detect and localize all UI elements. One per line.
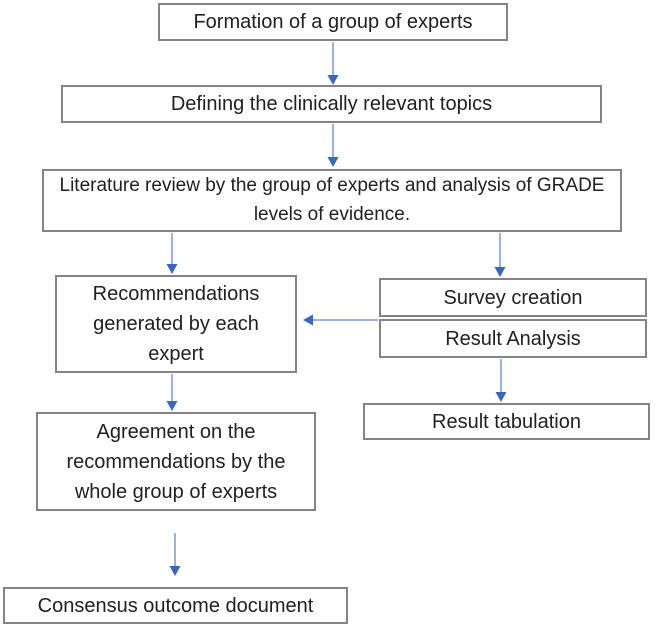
node-agreement-on-recommendations: Agreement on the recommendations by the …	[36, 412, 316, 511]
node-label: Consensus outcome document	[37, 594, 314, 617]
node-label: Formation of a group of experts	[193, 11, 473, 33]
node-label: Survey creation	[443, 286, 583, 309]
node-label: Defining the clinically relevant topics	[170, 93, 493, 115]
node-survey-creation: Survey creation	[379, 278, 647, 317]
arrow-result-analysis-to-tabulation	[495, 359, 507, 402]
node-consensus-outcome-document: Consensus outcome document	[3, 587, 348, 624]
arrow-survey-stack-to-recommendations	[303, 314, 378, 326]
node-label: Result tabulation	[432, 410, 581, 433]
node-literature-review: Literature review by the group of expert…	[42, 169, 622, 232]
arrow-literature-to-survey	[494, 233, 506, 277]
arrow-agreement-to-consensus	[169, 533, 181, 576]
arrow-formation-to-defining	[327, 42, 339, 85]
node-label: Agreement on the recommendations by the …	[66, 420, 286, 503]
node-label: Result Analysis	[445, 327, 581, 350]
node-result-analysis: Result Analysis	[379, 319, 647, 358]
node-formation-of-experts: Formation of a group of experts	[158, 3, 508, 41]
node-label: Literature review by the group of expert…	[59, 175, 605, 225]
arrow-defining-to-literature	[327, 124, 339, 167]
node-label: Recommendations generated by each expert	[92, 283, 260, 365]
node-recommendations-generated: Recommendations generated by each expert	[55, 275, 297, 373]
node-defining-topics: Defining the clinically relevant topics	[61, 85, 602, 123]
node-result-tabulation: Result tabulation	[363, 403, 650, 440]
arrow-literature-to-recommendations	[166, 233, 178, 274]
arrow-recommendations-to-agreement	[166, 374, 178, 411]
